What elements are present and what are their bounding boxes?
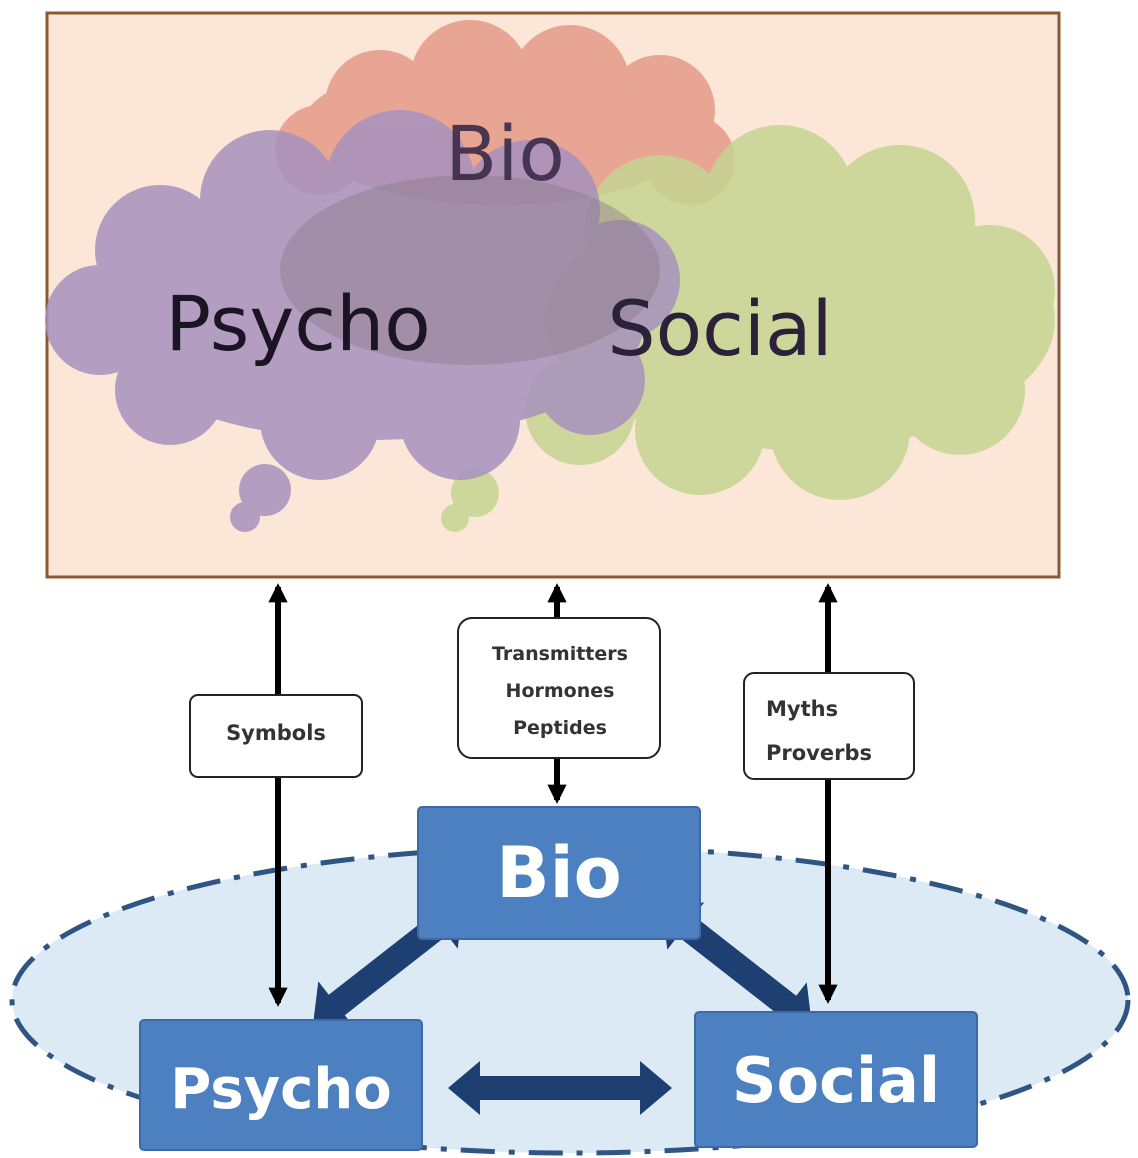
transmitters-label: Transmitters [492,643,628,665]
peptides-label: Peptides [513,717,607,739]
psycho-cloud [45,110,680,532]
cloud-overlap [280,175,660,365]
cultural-label-box: Myths Proverbs [743,672,915,780]
bio-node-label: Bio [496,832,621,914]
symbols-label: Symbols [226,721,326,745]
myths-label: Myths [766,697,838,721]
biochemical-label-box: Transmitters Hormones Peptides [457,617,661,759]
bio-node: Bio [417,806,701,940]
psycho-node-label: Psycho [170,1057,391,1122]
cloud-label-psycho: Psycho [165,279,431,368]
social-node-label: Social [732,1044,940,1117]
symbols-label-box: Symbols [189,694,363,778]
psycho-node: Psycho [139,1019,423,1151]
cloud-label-social: Social [607,284,832,373]
cloud-label-bio: Bio [445,109,565,198]
psycho-social-arrow [448,1061,672,1115]
hormones-label: Hormones [506,680,615,702]
social-node: Social [694,1011,978,1148]
proverbs-label: Proverbs [766,741,872,765]
